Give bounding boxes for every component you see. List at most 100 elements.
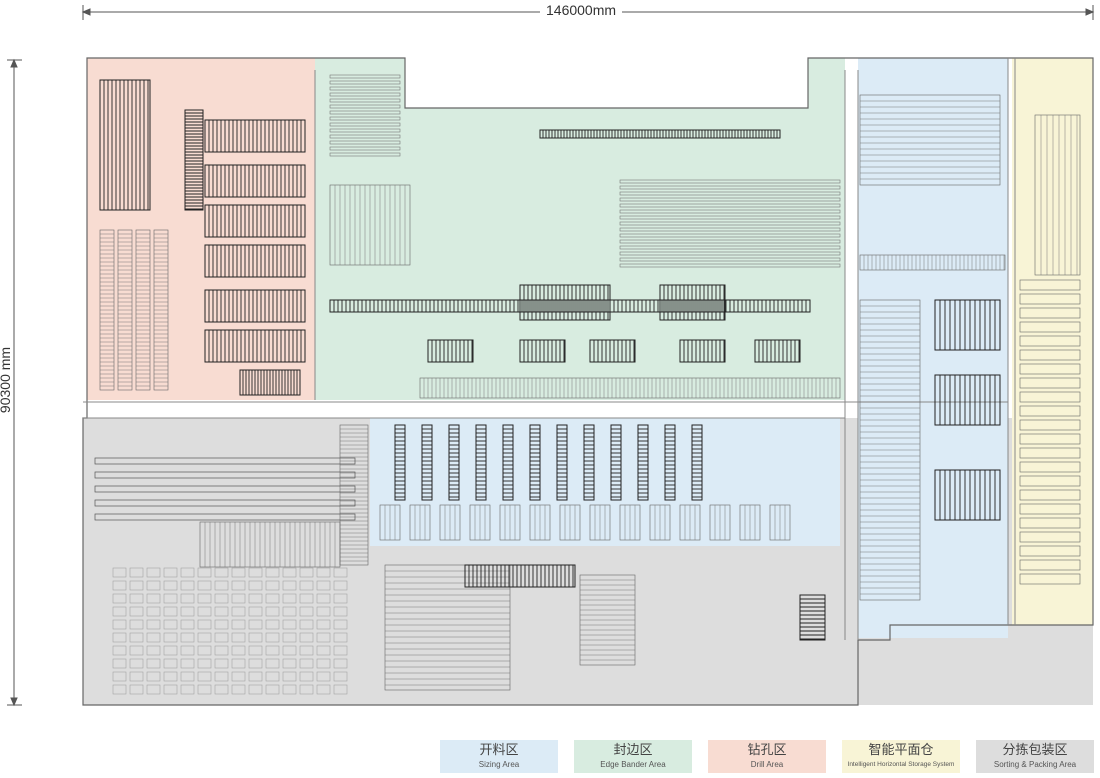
legend-edge: 封边区 Edge Bander Area bbox=[574, 740, 692, 773]
storage-bay bbox=[1019, 307, 1081, 319]
legend-sorting-en: Sorting & Packing Area bbox=[993, 760, 1077, 769]
sorting-grid bbox=[129, 606, 144, 617]
storage-bay bbox=[1019, 545, 1081, 557]
sizing-saw-unit bbox=[421, 424, 433, 501]
sorting-grid bbox=[282, 658, 297, 669]
sizing-saw-unit bbox=[610, 424, 622, 501]
drill-conveyor bbox=[184, 109, 204, 211]
sorting-grid bbox=[333, 619, 348, 630]
sorting-grid bbox=[299, 606, 314, 617]
edge-stack bbox=[619, 203, 841, 208]
width-dimension-label: 146000mm bbox=[540, 2, 623, 18]
sorting-grid bbox=[299, 684, 314, 695]
sorting-grid bbox=[163, 658, 178, 669]
sorting-grid bbox=[316, 684, 331, 695]
sorting-grid bbox=[333, 645, 348, 656]
edge-stack bbox=[329, 128, 401, 133]
sorting-grid bbox=[231, 632, 246, 643]
edge-stack bbox=[619, 227, 841, 232]
sorting-grid bbox=[316, 645, 331, 656]
storage-bay bbox=[1019, 279, 1081, 291]
sorting-grid bbox=[265, 619, 280, 630]
sorting-grid bbox=[180, 632, 195, 643]
sorting-grid bbox=[299, 658, 314, 669]
edge-stack bbox=[619, 215, 841, 220]
sorting-grid bbox=[248, 580, 263, 591]
sizing-saw-unit bbox=[691, 424, 703, 501]
storage-bay bbox=[1019, 377, 1081, 389]
edge-stack bbox=[329, 152, 401, 157]
sorting-grid bbox=[180, 567, 195, 578]
edge-stack bbox=[329, 134, 401, 139]
sorting-grid bbox=[129, 619, 144, 630]
sorting-grid bbox=[316, 671, 331, 682]
sizing-saw-unit bbox=[502, 424, 514, 501]
storage-bay bbox=[1019, 363, 1081, 375]
sorting-grid bbox=[214, 606, 229, 617]
drill-machine bbox=[204, 204, 306, 238]
edge-stack bbox=[329, 98, 401, 103]
edge-stack bbox=[619, 209, 841, 214]
sorting-grid bbox=[316, 567, 331, 578]
sorting-grid bbox=[282, 580, 297, 591]
sorting-grid bbox=[265, 593, 280, 604]
edge-stack bbox=[329, 104, 401, 109]
sorting-grid bbox=[180, 671, 195, 682]
sorting-grid bbox=[231, 606, 246, 617]
sorting-grid bbox=[231, 684, 246, 695]
edge-stack bbox=[619, 251, 841, 256]
edge-stack bbox=[329, 122, 401, 127]
edge-stack bbox=[619, 197, 841, 202]
storage-bay bbox=[1019, 475, 1081, 487]
sorting-grid bbox=[197, 593, 212, 604]
sorting-grid bbox=[248, 606, 263, 617]
sorting-grid bbox=[299, 567, 314, 578]
sorting-grid bbox=[333, 658, 348, 669]
sizing-saw-unit bbox=[475, 424, 487, 501]
sorting-line bbox=[94, 513, 356, 521]
sorting-grid bbox=[265, 645, 280, 656]
sorting-grid bbox=[214, 632, 229, 643]
storage-bay bbox=[1019, 559, 1081, 571]
drill-machine bbox=[204, 329, 306, 363]
height-dimension-label: 90300 mm bbox=[0, 342, 14, 418]
sorting-grid bbox=[282, 645, 297, 656]
storage-bay bbox=[1019, 391, 1081, 403]
edge-station bbox=[754, 339, 801, 363]
sorting-grid bbox=[163, 645, 178, 656]
legend-sizing: 开料区 Sizing Area bbox=[440, 740, 558, 773]
sorting-grid bbox=[231, 645, 246, 656]
storage-bay bbox=[1019, 433, 1081, 445]
storage-bay bbox=[1019, 531, 1081, 543]
sorting-grid bbox=[299, 619, 314, 630]
sorting-grid bbox=[231, 619, 246, 630]
packing-unit bbox=[799, 594, 826, 641]
sorting-grid bbox=[265, 684, 280, 695]
sorting-grid bbox=[146, 645, 161, 656]
sorting-grid bbox=[231, 671, 246, 682]
storage-bay bbox=[1019, 293, 1081, 305]
sorting-grid bbox=[265, 658, 280, 669]
sorting-grid bbox=[163, 580, 178, 591]
height-dimension-line bbox=[7, 58, 22, 707]
edge-stack bbox=[619, 191, 841, 196]
sorting-grid bbox=[248, 593, 263, 604]
sorting-grid bbox=[248, 567, 263, 578]
sorting-grid bbox=[112, 632, 127, 643]
legend-sizing-cn: 开料区 bbox=[479, 743, 519, 758]
sorting-grid bbox=[180, 684, 195, 695]
legend-storage: 智能平面仓 Intelligent Horizontal Storage Sys… bbox=[842, 740, 960, 773]
sorting-grid bbox=[163, 619, 178, 630]
sorting-grid bbox=[180, 645, 195, 656]
legend-sorting-cn: 分拣包装区 bbox=[1002, 743, 1068, 758]
sorting-grid bbox=[146, 684, 161, 695]
sizing-saw-unit bbox=[448, 424, 460, 501]
sorting-grid bbox=[316, 593, 331, 604]
sorting-grid bbox=[163, 671, 178, 682]
sorting-grid bbox=[197, 658, 212, 669]
legend-drill-en: Drill Area bbox=[750, 760, 784, 769]
edge-stack bbox=[329, 80, 401, 85]
edge-stack bbox=[329, 116, 401, 121]
storage-bay bbox=[1019, 503, 1081, 515]
